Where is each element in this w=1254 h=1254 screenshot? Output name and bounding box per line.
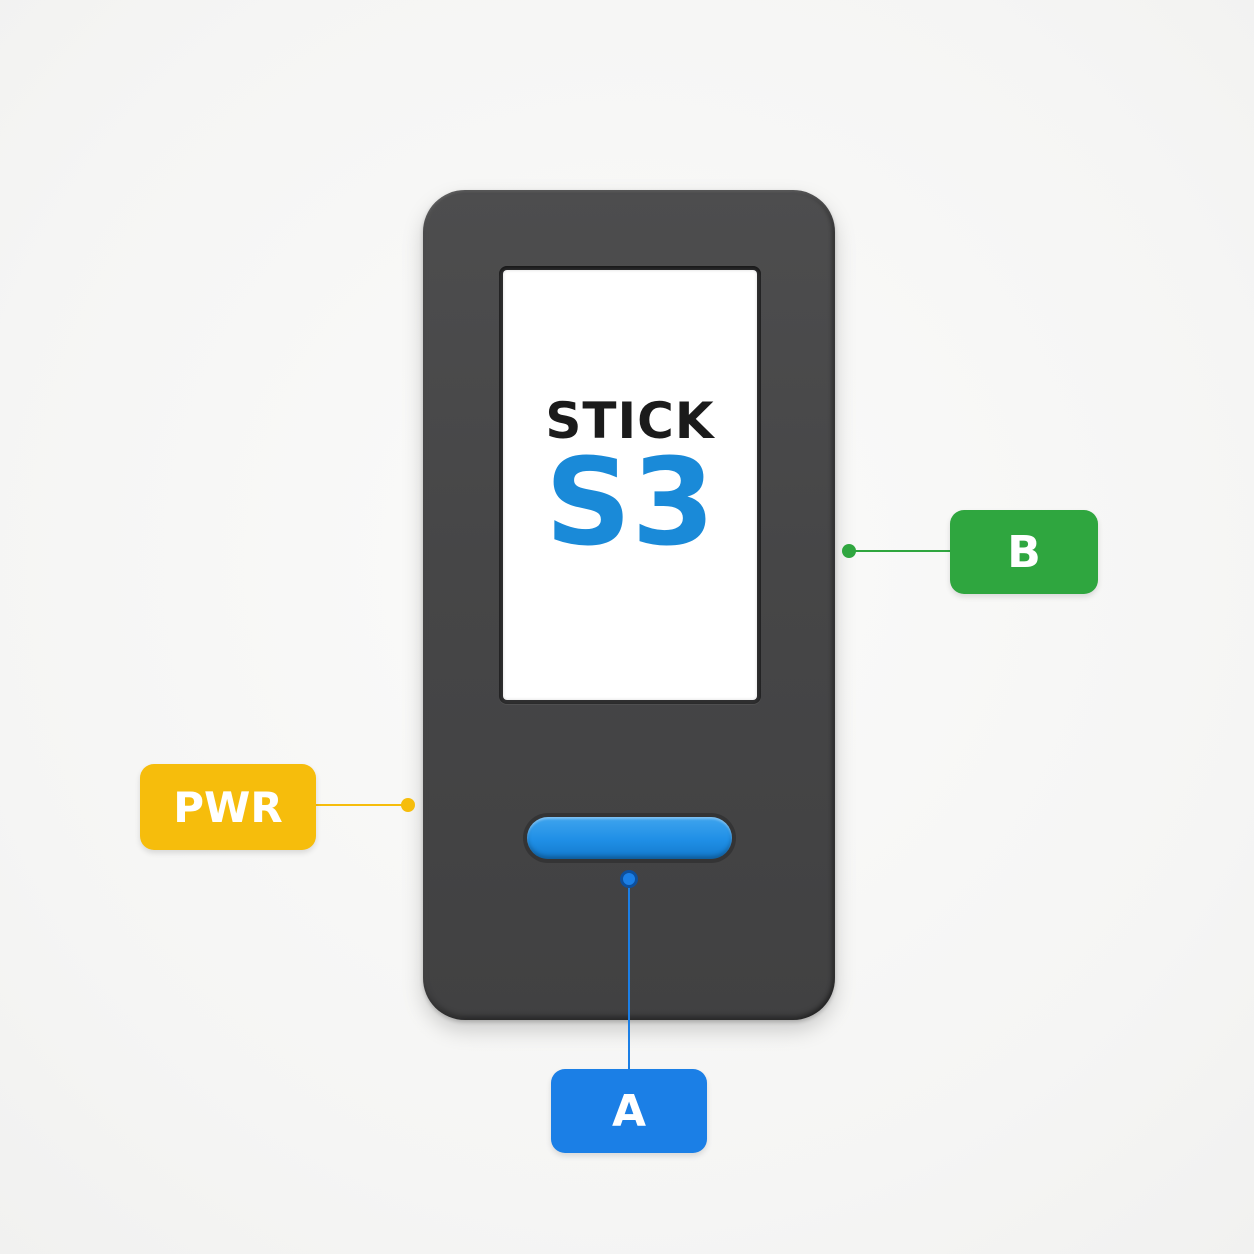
leader-line-b: [849, 550, 951, 552]
callout-label-a: A: [551, 1069, 707, 1153]
callout-label-pwr: PWR: [140, 764, 316, 850]
device-screen: STICK S3: [503, 270, 757, 700]
screen-model-text: S3: [545, 434, 715, 573]
anchor-dot-a: [620, 870, 638, 888]
anchor-dot-pwr: [401, 798, 415, 812]
anchor-dot-b: [842, 544, 856, 558]
callout-label-b: B: [950, 510, 1098, 594]
leader-line-a: [628, 880, 630, 1070]
leader-line-pwr: [316, 804, 408, 806]
stick-s3-device: STICK S3: [423, 190, 835, 1020]
button-a: [527, 817, 732, 859]
screen-title-text: STICK: [545, 392, 715, 450]
screen-bezel: STICK S3: [499, 266, 761, 704]
